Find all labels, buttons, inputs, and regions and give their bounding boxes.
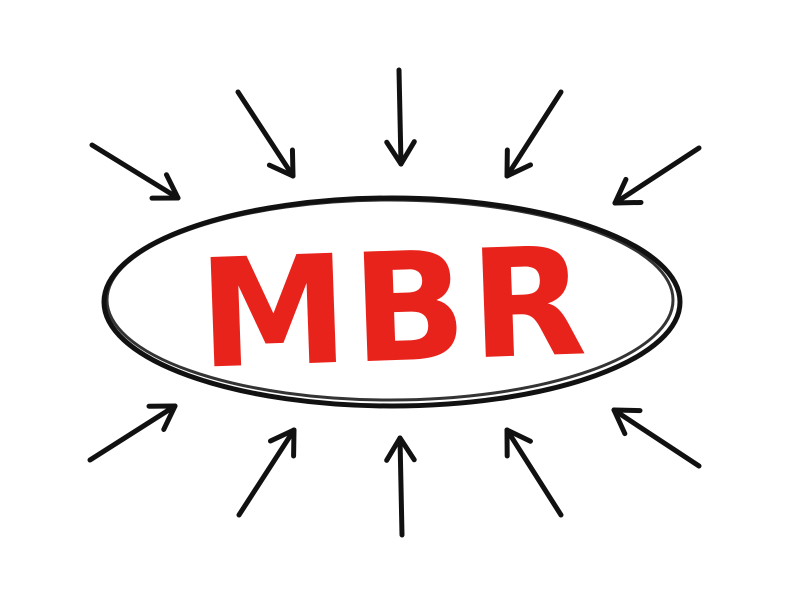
arrow-head <box>611 407 643 437</box>
arrow-head <box>504 427 533 459</box>
arrow-bottom-far-right-icon <box>611 407 702 469</box>
arrow-shaft <box>612 145 702 206</box>
ellipse-outer-stroke <box>101 195 683 409</box>
arrow-head <box>146 403 178 432</box>
arrow-group <box>87 67 702 538</box>
arrow-shaft <box>397 435 405 538</box>
arrow-head <box>267 427 297 459</box>
ellipse-inner-stroke <box>105 198 675 402</box>
acronym-label: MBR <box>196 215 593 403</box>
arrow-head <box>384 139 417 167</box>
arrow-shaft <box>504 89 564 179</box>
arrow-top-center-icon <box>384 67 417 167</box>
arrow-top-far-left-icon <box>89 142 181 201</box>
arrow-shaft <box>236 427 297 518</box>
arrow-shaft <box>87 403 178 463</box>
arrow-head <box>384 435 417 463</box>
arrow-bottom-center-icon <box>384 435 417 538</box>
ellipse-frame <box>101 195 683 409</box>
arrow-top-far-right-icon <box>612 145 702 206</box>
arrow-bottom-right-icon <box>504 427 564 518</box>
arrow-head <box>504 147 534 179</box>
arrow-head <box>149 172 181 201</box>
arrow-shaft <box>396 67 404 167</box>
arrow-bottom-left-icon <box>236 427 297 518</box>
arrow-shaft <box>89 142 181 201</box>
arrow-head <box>266 147 296 179</box>
arrow-shaft <box>235 89 296 179</box>
arrow-top-left-icon <box>235 89 296 179</box>
arrow-shaft <box>504 427 564 518</box>
arrow-head <box>612 176 644 206</box>
arrow-shaft <box>611 407 702 469</box>
arrow-top-right-icon <box>504 89 564 179</box>
arrow-bottom-far-left-icon <box>87 403 178 463</box>
